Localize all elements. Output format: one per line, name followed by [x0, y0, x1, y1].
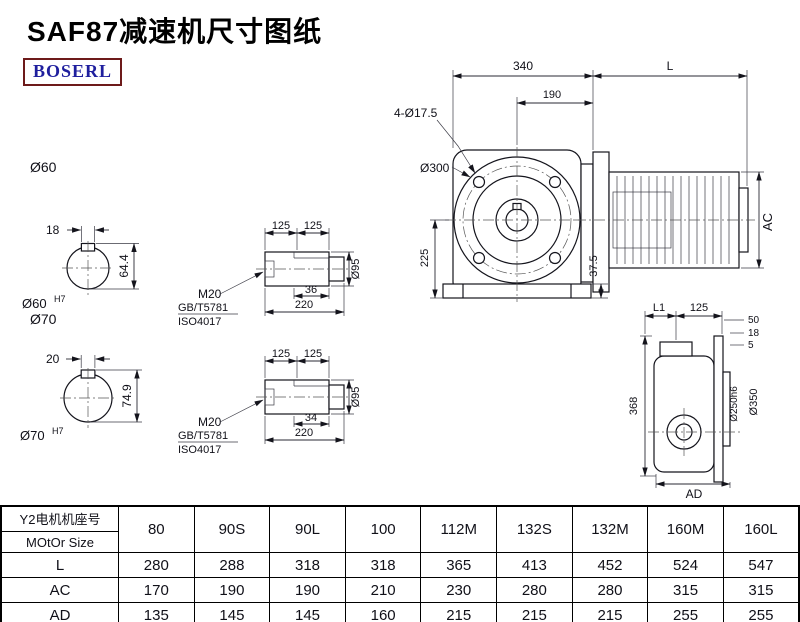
table-cell: 280	[496, 577, 573, 603]
table-header-cell: 132S	[496, 505, 573, 553]
table-row-AC: AC 170 190 190 210 230 280 280 315 315	[0, 577, 800, 603]
table-cell: 190	[193, 577, 271, 603]
shaft-side-bottom: 125 125 34 220 Ø95 M20 GB/T5781 ISO4017	[178, 348, 362, 456]
dim-label: 220	[295, 427, 313, 439]
dim-label: AD	[686, 487, 703, 501]
dim-label: Ø70	[30, 311, 57, 327]
table-cell: 280	[571, 577, 649, 603]
table-row-AD: AD 135 145 145 160 215 215 215 255 255	[0, 602, 800, 622]
dim-label: 125	[690, 302, 708, 314]
dim-label: Ø350	[748, 389, 760, 416]
table-row-label: AC	[0, 577, 119, 603]
table-cell: 215	[496, 602, 573, 622]
brand-logo: BOSERL	[23, 58, 123, 86]
dim-label: 64.4	[117, 254, 131, 278]
table-header-motor-size: Y2电机机座号 MOtOr Size	[0, 505, 119, 553]
table-row-L: L 280 288 318 318 365 413 452 524 547	[0, 552, 800, 578]
dim-label: 74.9	[120, 384, 134, 408]
shaft-side-top: 125 125 36 220 Ø95 M20 GB/T5781 ISO4017	[178, 220, 362, 328]
dim-label: 225	[419, 249, 431, 267]
table-header-cell: 80	[118, 505, 195, 553]
table-cell: 255	[647, 602, 724, 622]
dim-label: 37.5	[588, 255, 600, 276]
dim-label: 18	[748, 328, 760, 339]
standard-label: ISO4017	[178, 316, 221, 328]
dim-label: Ø60	[30, 159, 57, 175]
dim-label: 20	[46, 352, 60, 366]
header-line1: Y2电机机座号	[2, 507, 118, 532]
table-cell: 190	[269, 577, 346, 603]
table-header-cell: 90L	[269, 505, 346, 553]
table-cell: 160	[344, 602, 422, 622]
header-line2: MOtOr Size	[26, 535, 94, 550]
dim-tolerance: H7	[54, 294, 66, 304]
dim-label: Ø70	[20, 428, 45, 443]
table-cell: 215	[420, 602, 498, 622]
table-cell: 318	[344, 552, 422, 578]
front-view: 340 L 190 4-Ø17.5 Ø300 225 37.5 AC	[394, 59, 775, 302]
table-cell: 547	[722, 552, 800, 578]
dim-label: 340	[513, 59, 533, 73]
table-cell: 215	[571, 602, 649, 622]
dim-label: Ø300	[420, 161, 450, 175]
table-cell: 210	[344, 577, 422, 603]
thread-label: M20	[198, 287, 222, 301]
dim-label: L1	[653, 302, 665, 314]
shaft-section-small: Ø60 18 64.4 Ø60 H7	[22, 159, 139, 311]
dimension-table: Y2电机机座号 MOtOr Size 80 90S 90L 100 112M 1…	[0, 505, 800, 622]
dim-label: 220	[295, 299, 313, 311]
dim-label: 125	[272, 220, 290, 232]
dim-label: 5	[748, 340, 754, 351]
table-cell: 524	[647, 552, 724, 578]
table-cell: 452	[571, 552, 649, 578]
dim-label: 50	[748, 315, 760, 326]
table-cell: 145	[193, 602, 271, 622]
dim-label: L	[667, 59, 674, 73]
dim-label: 125	[304, 220, 322, 232]
table-cell: 135	[118, 602, 195, 622]
dim-label: Ø60	[22, 296, 47, 311]
shaft-section-large: Ø70 20 74.9 Ø70 H7	[20, 311, 142, 443]
table-cell: 365	[420, 552, 498, 578]
page-title: SAF87减速机尺寸图纸	[27, 16, 323, 47]
table-cell: 145	[269, 602, 346, 622]
table-header-row: Y2电机机座号 MOtOr Size 80 90S 90L 100 112M 1…	[0, 505, 800, 553]
dim-label: 368	[628, 397, 640, 415]
standard-label: GB/T5781	[178, 302, 228, 314]
table-header-cell: 160M	[647, 505, 724, 553]
dim-label: Ø250h6	[729, 386, 740, 422]
table-cell: 315	[647, 577, 724, 603]
table-header-cell: 112M	[420, 505, 498, 553]
table-header-cell: 90S	[193, 505, 271, 553]
table-cell: 230	[420, 577, 498, 603]
dim-label: 36	[305, 284, 317, 296]
table-row-label: L	[0, 552, 119, 578]
table-cell: 318	[269, 552, 346, 578]
dim-label: 125	[304, 348, 322, 360]
dim-label: 18	[46, 223, 60, 237]
table-header-cell: 132M	[571, 505, 649, 553]
dim-label: AC	[760, 213, 775, 231]
dim-label: 190	[543, 89, 561, 101]
technical-drawing: Ø60 18 64.4 Ø60 H7 Ø70	[20, 59, 775, 501]
table-header-cell: 160L	[722, 505, 800, 553]
dim-label: 125	[272, 348, 290, 360]
dim-label: 4-Ø17.5	[394, 106, 438, 120]
dim-label: Ø95	[350, 387, 362, 408]
table-cell: 315	[722, 577, 800, 603]
table-row-label: AD	[0, 602, 119, 622]
dim-label: Ø95	[350, 259, 362, 280]
side-view: L1 125 50 18 5 368 Ø250h6 Ø350 AD	[628, 302, 760, 501]
table-cell: 413	[496, 552, 573, 578]
table-cell: 280	[118, 552, 195, 578]
standard-label: GB/T5781	[178, 430, 228, 442]
table-cell: 288	[193, 552, 271, 578]
table-cell: 255	[722, 602, 800, 622]
table-cell: 170	[118, 577, 195, 603]
table-header-cell: 100	[344, 505, 422, 553]
thread-label: M20	[198, 415, 222, 429]
standard-label: ISO4017	[178, 444, 221, 456]
dim-label: 34	[305, 412, 317, 424]
dim-tolerance: H7	[52, 426, 64, 436]
